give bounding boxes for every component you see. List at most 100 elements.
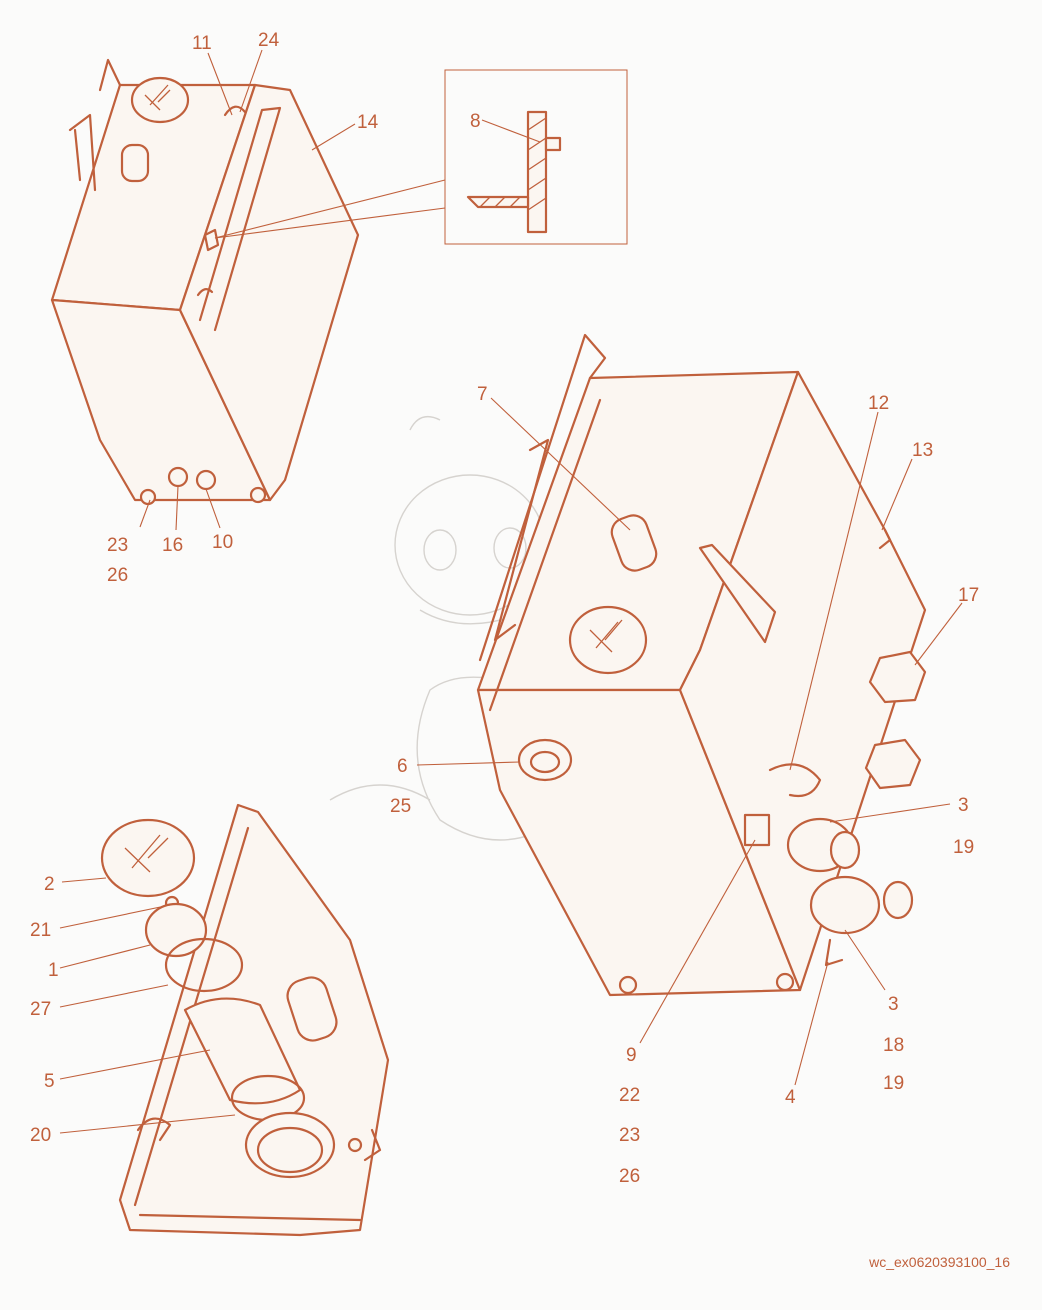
terminal-3-lower [809,875,881,935]
callout-label: 1 [48,960,59,981]
callout-label: 23 [619,1125,640,1146]
callout-label: 3 [958,795,969,816]
filler-cap-slots [589,619,623,653]
callout-label: 7 [477,384,488,405]
terminal-10 [195,469,217,491]
lid-filler-cap-exploded-view: 2 21 1 27 5 20 [30,803,390,1237]
filler-cap-slots [144,84,171,111]
section-hatch [527,117,547,211]
callout-label: 9 [626,1045,637,1066]
flange-notch [878,528,892,550]
mounting-tab [73,128,82,182]
callout-label: 18 [883,1035,904,1056]
leader-20 [59,1114,236,1134]
callout-label: 19 [883,1073,904,1094]
terminal-16 [167,466,189,488]
leader-6 [416,761,521,766]
clamp-9 [743,813,771,847]
leader-3-lower [844,929,886,991]
callout-label: 12 [868,393,889,414]
leader-24 [239,49,263,113]
lid-hatch [479,196,521,208]
leader-27 [59,984,169,1008]
latch-clip [203,228,220,252]
callout-label: 6 [397,756,408,777]
drain-nut-bore [529,750,561,774]
mounting-plate [698,543,777,644]
callout-label: 5 [44,1071,55,1092]
callout-label: 10 [212,532,233,553]
battery-box-closed-view: 11 24 14 23 26 16 10 [50,30,446,586]
leader-12 [789,411,879,771]
wire-loop-12 [768,763,822,798]
latch-clip [196,288,214,297]
bolt-23 [618,975,638,995]
seal-profile [544,136,562,152]
box-front-face [50,298,272,502]
section-wall [526,110,548,234]
bolt [249,486,267,504]
vent-plug-icon [120,143,150,183]
callout-label: 4 [785,1087,796,1108]
o-ring-27 [164,937,244,993]
leader-detail [214,207,446,239]
callout-label: 16 [162,535,183,556]
box-side-face [178,83,360,502]
lid-hinge-edge [198,106,282,332]
leader-9 [639,839,756,1044]
callout-label: 22 [619,1085,640,1106]
callout-label: 11 [192,33,212,54]
callout-label: 14 [357,112,379,133]
lid-notch [363,1128,382,1162]
leader-10 [205,488,221,529]
bolt-23 [139,488,157,506]
battery-box-open-view: 7 12 13 17 6 25 3 19 3 18 19 9 22 23 26 … [390,333,979,1187]
callout-label: 19 [953,837,974,858]
leader-11 [207,52,233,116]
callout-label: 17 [958,585,979,606]
wall-edge [488,398,602,712]
terminal-stud [882,880,914,920]
bushing-bore [256,1126,324,1174]
vent-plug-icon [286,976,338,1042]
hinge-clip-20 [136,1117,172,1142]
leader-1 [59,944,151,969]
callout-label: 3 [888,994,899,1015]
leader-8 [481,119,541,143]
callout-label: 21 [30,920,51,941]
callout-label: 23 [107,535,128,556]
lid-seal-detail-section: 8 [444,69,628,245]
connector [864,738,922,790]
filler-cap-icon [568,605,648,675]
mounting-tab [68,113,97,192]
leader-21 [59,904,171,929]
drawing-code: wc_ex0620393100_16 [868,1254,1010,1270]
connector-17 [868,650,927,704]
hinge-rod [493,438,550,642]
lid-rim [138,1213,362,1222]
leader-7 [490,397,631,531]
bolt [347,1137,363,1153]
leader-5 [59,1049,211,1080]
leader-23 [139,499,151,528]
filler-cap-slots [124,834,169,873]
leader-2 [61,877,107,883]
leader-4 [794,961,829,1086]
terminal-3-stud [829,830,861,870]
vent-plug-icon [610,514,658,572]
leader-detail [214,179,446,239]
pin-4 [824,938,844,967]
callout-label: 13 [912,440,933,461]
detail-frame [444,69,628,245]
disc-1 [144,902,208,958]
callout-label: 25 [390,796,411,817]
callout-label: 24 [258,30,280,51]
leader-13 [881,458,913,531]
bolt [775,972,795,992]
leader-17 [914,602,963,666]
callout-label: 2 [44,874,55,895]
mounting-tab [98,58,122,92]
hinge-clip-11 [223,105,247,117]
